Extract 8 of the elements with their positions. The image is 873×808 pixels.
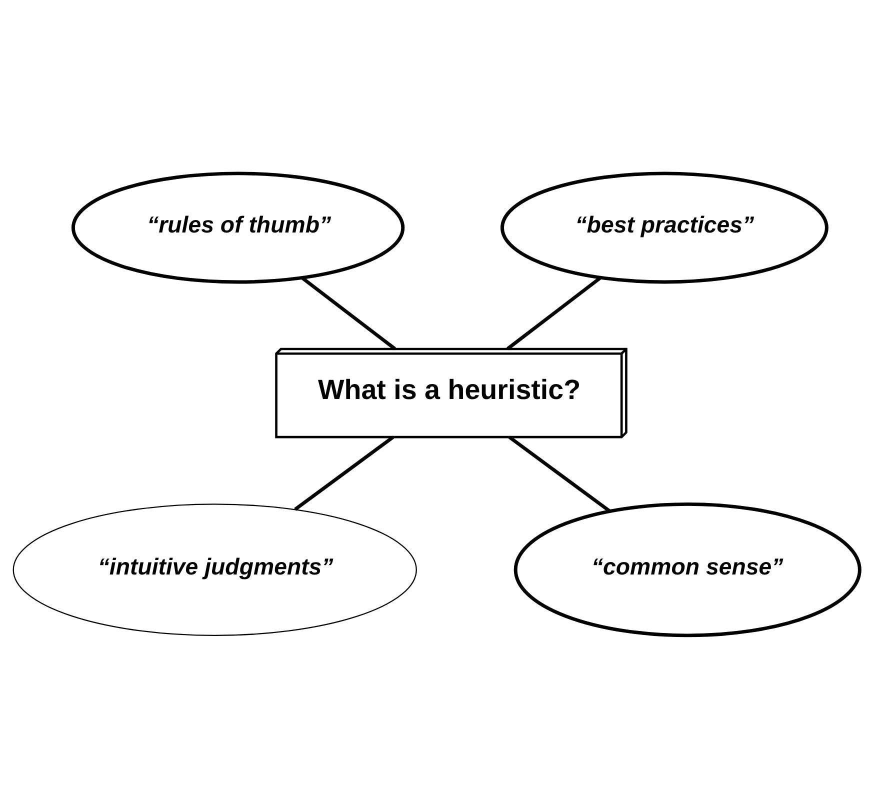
node-ellipse: “intuitive judgments”: [12, 503, 417, 636]
connector: [300, 276, 396, 350]
node-ellipse: “best practices”: [500, 171, 828, 284]
connector: [506, 276, 602, 350]
node-ellipse: “rules of thumb”: [71, 171, 405, 284]
node-ellipse: “common sense”: [514, 502, 862, 637]
connector: [508, 435, 611, 512]
connector: [294, 435, 394, 510]
